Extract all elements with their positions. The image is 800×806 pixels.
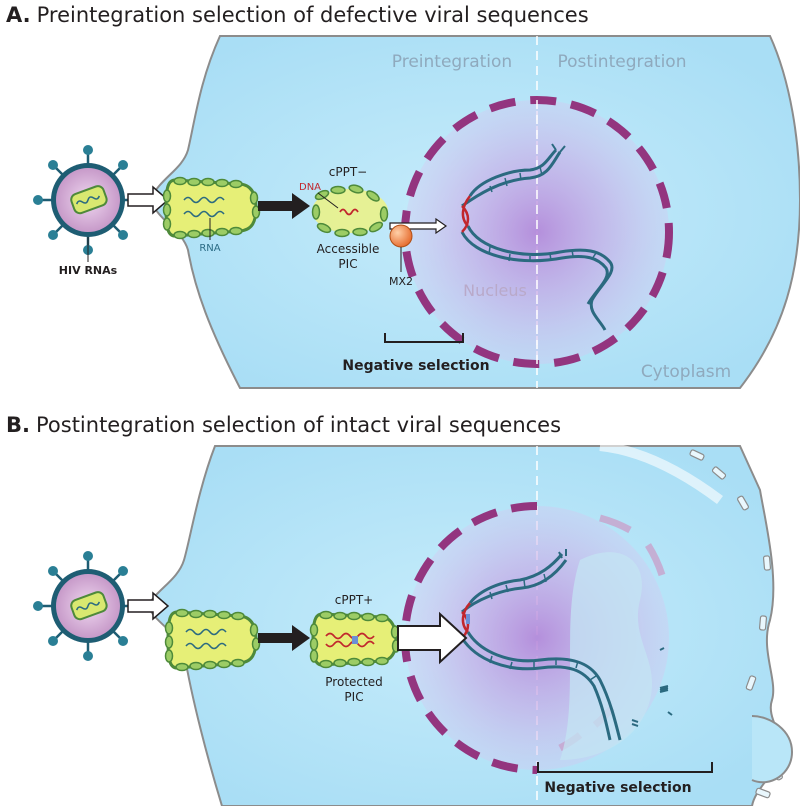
panel-b: B.Postintegration selection of intact vi… bbox=[6, 413, 794, 806]
capsid-subunits-b bbox=[164, 608, 261, 672]
virion-knobs-b bbox=[33, 551, 143, 661]
pic-label-b: PIC bbox=[344, 690, 363, 704]
accessible-label: Accessible bbox=[317, 242, 380, 256]
pic-label-a: PIC bbox=[338, 257, 357, 271]
pic-fragments bbox=[311, 184, 389, 238]
pic-subunits-b bbox=[309, 610, 401, 669]
dna-end-frayed-a bbox=[551, 143, 566, 153]
capsid-subunits-a bbox=[162, 176, 261, 240]
membrane-haze bbox=[599, 441, 723, 505]
entry-arrow-a bbox=[127, 185, 170, 215]
hiv-virion-b bbox=[33, 551, 143, 661]
accessible-pic bbox=[311, 184, 389, 238]
virion-rna-a bbox=[76, 195, 100, 205]
virion-capsid-b bbox=[70, 591, 108, 621]
integrated-dna-helix-a bbox=[460, 148, 614, 331]
protected-pic bbox=[309, 610, 401, 669]
panel-a-title: A.Preintegration selection of defective … bbox=[6, 3, 589, 27]
entry-arrow-b bbox=[127, 591, 170, 621]
preintegration-label: Preintegration bbox=[392, 52, 512, 72]
virion-rna-b bbox=[76, 601, 100, 611]
cppt-minus-label: cPPT− bbox=[329, 165, 367, 179]
cppt-plus-label: cPPT+ bbox=[335, 593, 373, 607]
capsid-rna-strands-b bbox=[185, 628, 227, 650]
nuclear-import-arrow-b bbox=[397, 611, 468, 665]
selection-bracket-a bbox=[384, 333, 464, 343]
panel-b-title: B.Postintegration selection of intact vi… bbox=[6, 413, 561, 437]
panel-b-letter: B. bbox=[6, 413, 30, 437]
membrane-bleb bbox=[751, 715, 794, 784]
panel-a-title-text: Preintegration selection of defective vi… bbox=[37, 3, 589, 27]
panel-a-letter: A. bbox=[6, 3, 31, 27]
capsid-b bbox=[164, 608, 261, 672]
dna-debris bbox=[558, 549, 673, 727]
negative-selection-label-a: Negative selection bbox=[342, 358, 489, 374]
panel-a: A.Preintegration selection of defective … bbox=[6, 3, 800, 389]
capsid-rna-strands-a bbox=[183, 196, 225, 218]
mx2-protein bbox=[389, 224, 413, 248]
hiv-rnas-label: HIV RNAs bbox=[59, 264, 118, 277]
dna-label: DNA bbox=[299, 182, 321, 193]
dna-rungs-a bbox=[488, 166, 597, 262]
postintegration-label: Postintegration bbox=[558, 52, 687, 72]
nucleus-a bbox=[405, 100, 669, 364]
uncoating-arrow-a bbox=[258, 193, 310, 219]
rna-label: RNA bbox=[199, 243, 220, 254]
cppt-flap bbox=[466, 614, 470, 624]
mx2-label: MX2 bbox=[389, 275, 413, 288]
nucleus-label: Nucleus bbox=[463, 281, 527, 300]
cytoplasm-label: Cytoplasm bbox=[641, 362, 731, 382]
uncoating-arrow-b bbox=[258, 625, 310, 651]
virion-capsid-a bbox=[70, 185, 108, 215]
selection-bracket-b bbox=[537, 762, 713, 773]
capsid-a bbox=[162, 176, 261, 240]
nuclear-fragment-haze bbox=[560, 552, 653, 760]
pic-dna-a bbox=[339, 208, 359, 216]
protected-label: Protected bbox=[325, 675, 382, 689]
pic-cppt-flap bbox=[352, 636, 358, 644]
negative-selection-label-b: Negative selection bbox=[544, 780, 691, 796]
dna-leader bbox=[317, 192, 339, 209]
red-dna-segment-a bbox=[461, 195, 471, 233]
pic-dna-b bbox=[325, 632, 375, 648]
dna-rungs-b bbox=[489, 573, 597, 681]
panel-b-title-text: Postintegration selection of intact vira… bbox=[36, 413, 561, 437]
